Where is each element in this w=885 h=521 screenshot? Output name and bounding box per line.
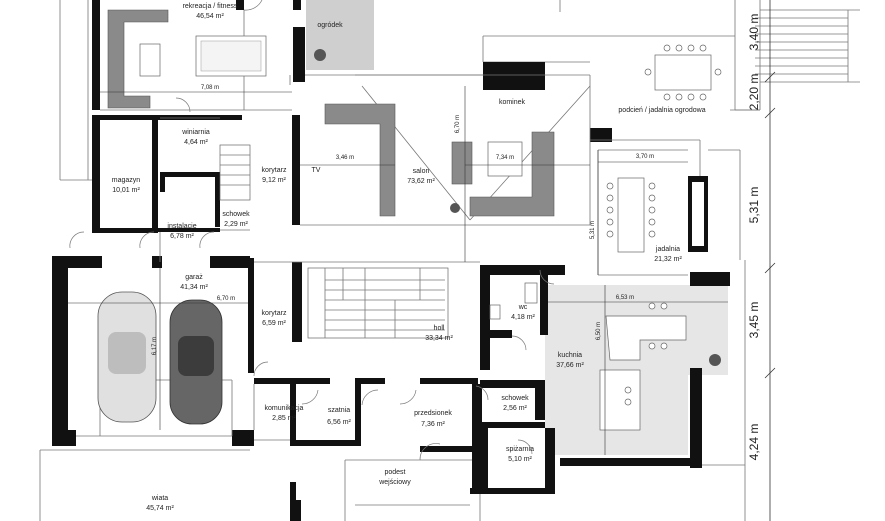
room-area-magazyn: 10,01 m² [112, 187, 140, 194]
room-name-rekreacja: rekreacja / fitness [183, 3, 238, 10]
doors [69, 0, 555, 461]
dim-670-horizontal: 6,70 m [217, 296, 235, 302]
furniture [107, 9, 722, 431]
room-area-instalacje: 6,78 m² [170, 233, 194, 240]
walls [52, 0, 730, 521]
room-area-salon: 73,62 m² [407, 178, 435, 185]
room-name-kuchnia: kuchnia [558, 352, 582, 359]
room-name-korytarz1: korytarz [262, 167, 287, 174]
room-name-komunikacja: komunikacja [265, 405, 304, 412]
room-name-schowek1: schowek [222, 211, 250, 218]
dim-708: 7,08 m [201, 85, 219, 91]
room-area-holl: 33,34 m² [425, 335, 453, 342]
room-name-wiata: wiata [151, 495, 168, 502]
dim-346: 3,46 m [336, 155, 354, 161]
room-name-przedsionek: przedsionek [414, 410, 452, 417]
room-area-spizarnia: 5,10 m² [508, 456, 532, 463]
stairs [219, 144, 449, 339]
room-name-podest: podest [384, 469, 405, 476]
room-name-instalacje: instalacje [167, 223, 196, 230]
dim-734: 7,34 m [496, 155, 514, 161]
dim-370: 3,70 m [636, 154, 654, 160]
side-dim-c: 5,31 m [747, 187, 761, 224]
room-area-przedsionek: 7,36 m² [421, 421, 445, 428]
room-area-schowek1: 2,29 m² [224, 221, 248, 228]
room-area-rekreacja: 46,54 m² [196, 13, 224, 20]
room-name-ogrodek: ogródek [317, 22, 343, 29]
room-name-holl: holl [434, 325, 445, 332]
room-area-wiata: 45,74 m² [146, 505, 174, 512]
room-area-winiarnia: 4,64 m² [184, 139, 208, 146]
terrace-lines [39, 0, 860, 521]
room-name-tv: TV [312, 167, 321, 174]
car-white [97, 291, 157, 423]
dimension-labels: 7,08 m 3,46 m 6,70 m 7,34 m 3,70 m 5,31 … [152, 85, 654, 355]
room-name-jadalnia: jadalnia [655, 246, 680, 253]
room-name-korytarz2: korytarz [262, 310, 287, 317]
dim-653: 6,53 m [616, 295, 634, 301]
room-area-jadalnia: 21,32 m² [654, 256, 682, 263]
room-area-schowek2: 2,56 m² [503, 405, 527, 412]
side-dim-b: 2,20 m [747, 74, 761, 111]
room-name-winiarnia: winiarnia [181, 129, 210, 136]
dim-650: 6,50 m [596, 322, 602, 340]
room-area-garaz: 41,34 m² [180, 284, 208, 291]
side-dimensions: 3,40 m 2,20 m 5,31 m 3,45 m 4,24 m [747, 0, 776, 521]
room-area-kuchnia: 37,66 m² [556, 362, 584, 369]
dim-617: 6,17 m [152, 337, 158, 355]
room-name-magazyn: magazyn [112, 177, 141, 184]
side-dim-d: 3,45 m [747, 302, 761, 339]
room-area-podest: wejściowy [378, 479, 411, 486]
dimension-lines [68, 86, 728, 455]
room-labels: rekreacja / fitness 46,54 m² ogródek win… [112, 3, 706, 512]
room-name-wc: wc [518, 304, 528, 311]
room-name-garaz: garaż [185, 274, 203, 281]
room-name-schowek2: schowek [501, 395, 529, 402]
room-area-korytarz1: 9,12 m² [262, 177, 286, 184]
room-name-podcien: podcień / jadalnia ogrodowa [618, 107, 705, 114]
car-dark [169, 299, 223, 425]
side-dim-a: 3,40 m [747, 14, 761, 51]
room-name-kominek: kominek [499, 99, 526, 106]
dim-531-vertical: 5,31 m [590, 221, 596, 239]
room-area-szatnia: 6,56 m² [327, 419, 351, 426]
room-area-korytarz2: 6,59 m² [262, 320, 286, 327]
room-name-salon: salon [413, 168, 430, 175]
room-name-szatnia: szatnia [328, 407, 350, 414]
side-dim-e: 4,24 m [747, 424, 761, 461]
room-area-komunikacja: 2,85 m² [272, 415, 296, 422]
room-area-wc: 4,18 m² [511, 314, 535, 321]
room-name-spizarnia: spiżarnia [506, 446, 534, 453]
dim-670-vertical: 6,70 m [455, 115, 461, 133]
